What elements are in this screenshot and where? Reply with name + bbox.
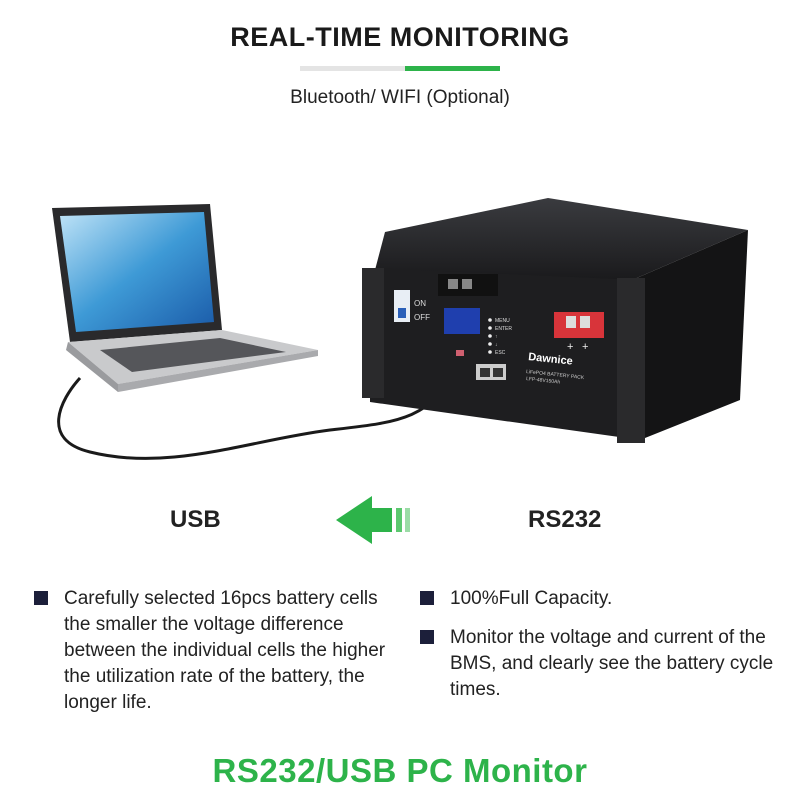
lcd-display [444,308,480,334]
svg-text:ENTER: ENTER [495,326,512,332]
control-buttons: MENU ENTER ↑ ↓ ESC [488,318,512,356]
rs232-label: RS232 [528,506,602,533]
features-right: 100%Full Capacity. Monitor the voltage a… [420,586,780,716]
laptop [52,204,318,392]
page-subtitle: Bluetooth/ WIFI (Optional) [290,87,510,108]
switch-on-label: ON [414,299,426,308]
terminal-plus-label: + [582,341,588,353]
switch-off-label: OFF [414,313,430,322]
bullet-square-icon [420,591,434,605]
feature-item: Carefully selected 16pcs battery cells t… [34,586,404,716]
dip-switch [456,350,464,356]
model-line-2: LFP-48V150Ah [526,376,561,386]
feature-item: 100%Full Capacity. [420,586,780,612]
features-left: Carefully selected 16pcs battery cells t… [34,586,404,729]
feature-item: Monitor the voltage and current of the B… [420,625,780,703]
direction-arrow-icon [336,496,410,544]
feature-text: 100%Full Capacity. [450,588,613,609]
title-underline-green [405,66,500,71]
title-underline-grey [300,66,405,71]
terminal-block [554,312,604,338]
battery-pack: ON OFF MENU ENTER ↑ ↓ ESC + + Dawnice Li… [362,198,748,443]
feature-text: Monitor the voltage and current of the B… [450,627,774,700]
feature-text: Carefully selected 16pcs battery cells t… [64,588,386,713]
cable [57,364,462,460]
page-title: REAL-TIME MONITORING [230,22,570,52]
svg-text:ESC: ESC [495,350,506,356]
bullet-square-icon [34,591,48,605]
usb-label: USB [170,506,221,533]
bullet-square-icon [420,630,434,644]
laptop-keyboard [100,338,286,372]
laptop-screen [60,212,214,332]
svg-text:↓: ↓ [495,342,498,348]
footer-title: RS232/USB PC Monitor [212,752,588,789]
product-illustration: ON OFF MENU ENTER ↑ ↓ ESC + + Dawnice Li… [52,198,748,544]
svg-text:MENU: MENU [495,318,510,324]
terminal-plus-label: + [567,341,573,353]
svg-text:↑: ↑ [495,334,498,340]
brand-logo: Dawnice [528,351,574,368]
